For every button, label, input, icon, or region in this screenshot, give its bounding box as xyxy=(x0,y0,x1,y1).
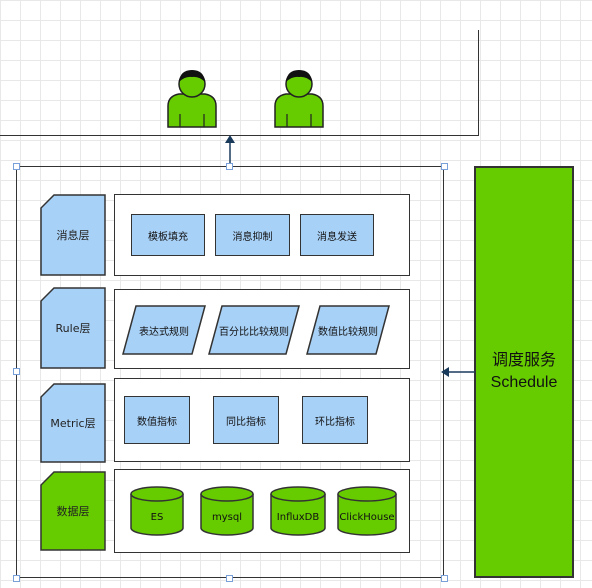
component-label: 表达式规则 xyxy=(139,326,189,338)
layer-label: Metric层 xyxy=(50,417,96,430)
database-label: InfluxDB xyxy=(276,511,320,523)
selection-handle xyxy=(226,163,233,170)
component-box[interactable]: 消息发送 xyxy=(300,214,374,256)
database-cylinder[interactable]: ES xyxy=(130,486,184,536)
selection-handle xyxy=(441,163,448,170)
layer-label: 数据层 xyxy=(56,505,90,518)
component-box[interactable]: 同比指标 xyxy=(213,396,279,444)
database-cylinder[interactable]: InfluxDB xyxy=(270,486,326,536)
layer-card-rule[interactable]: Rule层 xyxy=(40,287,106,369)
schedule-title-zh: 调度服务 xyxy=(491,352,556,369)
arrow-from-schedule xyxy=(441,367,475,377)
component-box[interactable]: 模板填充 xyxy=(131,214,205,256)
selection-handle xyxy=(226,575,233,582)
schedule-service[interactable]: 调度服务 Schedule xyxy=(474,166,574,578)
selection-handle xyxy=(441,575,448,582)
layer-card-metric[interactable]: Metric层 xyxy=(40,383,106,463)
schedule-title-en: Schedule xyxy=(490,374,558,391)
database-cylinder[interactable]: ClickHouse xyxy=(337,486,397,536)
layer-card-message[interactable]: 消息层 xyxy=(40,194,106,276)
arrow-to-users xyxy=(225,135,235,166)
selection-handle xyxy=(13,163,20,170)
layer-label: 消息层 xyxy=(56,229,90,242)
users-frame xyxy=(0,30,479,136)
selection-handle xyxy=(13,368,20,375)
component-label: 数值比较规则 xyxy=(318,326,378,338)
layer-label: Rule层 xyxy=(55,322,91,335)
component-box[interactable]: 环比指标 xyxy=(302,396,368,444)
component-box[interactable]: 消息抑制 xyxy=(215,214,290,256)
database-cylinder[interactable]: mysql xyxy=(200,486,254,536)
selection-handle xyxy=(13,575,20,582)
component-box[interactable]: 数值指标 xyxy=(124,396,190,444)
component-parallelogram[interactable]: 数值比较规则 xyxy=(306,305,390,355)
component-label: 百分比比较规则 xyxy=(219,326,289,338)
database-label: ES xyxy=(150,511,164,523)
component-parallelogram[interactable]: 表达式规则 xyxy=(122,305,206,355)
user-icon xyxy=(272,68,326,128)
component-parallelogram[interactable]: 百分比比较规则 xyxy=(208,305,300,355)
database-label: mysql xyxy=(212,511,242,523)
database-label: ClickHouse xyxy=(339,511,395,523)
user-icon xyxy=(165,68,219,128)
layer-card-data[interactable]: 数据层 xyxy=(40,471,106,551)
